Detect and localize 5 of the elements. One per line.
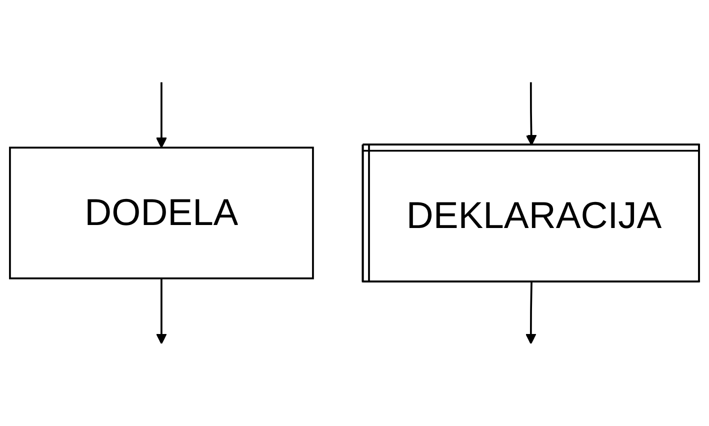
- arrow: [156, 82, 167, 148]
- node-box: DODELA: [9, 146, 314, 280]
- arrow: [525, 282, 536, 344]
- arrow: [156, 278, 167, 344]
- arrow: [526, 82, 537, 146]
